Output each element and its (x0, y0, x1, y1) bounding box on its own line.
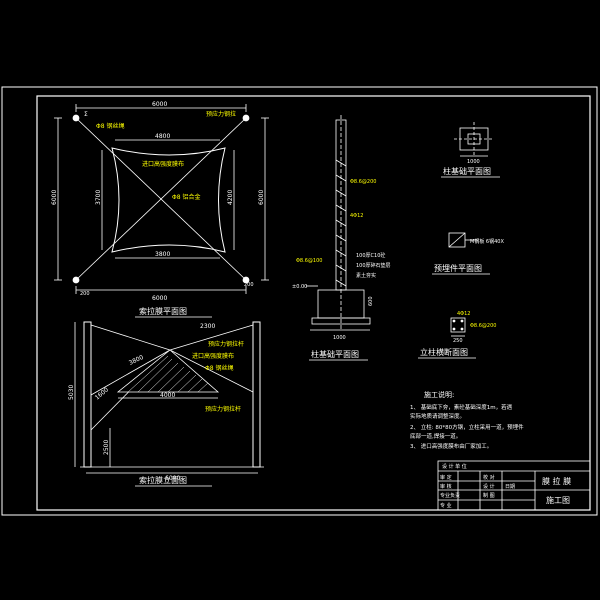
elevation-labels: 2300 4000 1600 3800 5030 2500 6000 预应力钢拉… (68, 323, 244, 487)
plan-view (54, 104, 269, 294)
col-label-elevation: ±0.00 (292, 284, 307, 290)
notes-line-3: 2、 立柱: 80*80方钢，立柱采用一道，预埋件 (410, 423, 524, 431)
plan-label-steel-rope: Φ8 钢丝绳 (96, 122, 124, 130)
plan-dim-top: 6000 (152, 101, 167, 108)
title-block-text: 设 计 单 位 审 定 校 对 审 核 设 计 日期 专业负责 制 图 专 业 … (440, 463, 571, 509)
notes-line-1: 1、 基础底下夯，素砼基础深度1m，若遇 (410, 403, 513, 411)
plan-label-fabric: 进口高强度膜布 (142, 160, 184, 168)
elev-dim-slope-right: 3800 (128, 354, 145, 367)
col-label-rebar: Φ8.6@200 (350, 179, 376, 185)
title-block (437, 460, 591, 511)
plan-label-cable: Φ8 铝合金 (172, 193, 200, 201)
inner-frame (36, 95, 591, 511)
col-section-view (450, 317, 466, 337)
column-caption: 柱基础平面图 (311, 349, 359, 359)
plan-label-pretension: 预应力钢拉 (206, 110, 236, 118)
col-dim-height: 600 (368, 296, 374, 306)
construction-notes: 施工说明: 1、 基础底下夯，素砼基础深度1m，若遇 实际地质请调整深度。 2、… (410, 390, 524, 450)
col-section-labels: 4Φ12 Φ8.6@200 250 立柱横断面图 (418, 311, 496, 359)
col-dim-width: 1000 (333, 335, 346, 341)
col-section-rebar: Φ8.6@200 (470, 323, 496, 329)
elev-dim-mid: 4000 (160, 392, 175, 399)
tb-company: 设 计 单 位 (442, 463, 467, 470)
col-label-tie: 4Φ12 (350, 213, 363, 219)
tb-r3c2: 制 图 (483, 492, 495, 499)
elev-label-2: 进口高强度膜布 (192, 352, 234, 360)
elevation-view (74, 321, 264, 474)
col-plan-dim: 1000 (467, 159, 480, 165)
plan-labels: 6000 6000 4800 3800 6000 3700 4200 6000 … (51, 101, 265, 318)
col-plan-caption: 柱基础平面图 (443, 166, 491, 176)
plan-corner-note-left: 200 (80, 291, 90, 297)
col-label-soil: 素土夯实 (356, 272, 376, 279)
notes-line-5: 3、 进口高强度膜布由厂家加工。 (410, 442, 492, 450)
plan-corner-note-right: 200 (244, 282, 254, 288)
col-section-dim: 250 (453, 338, 463, 344)
elevation-hatch (127, 355, 209, 393)
plan-dim-bottom: 6000 (152, 295, 167, 302)
elev-dim-post-low: 2500 (103, 440, 110, 455)
elev-dim-slope-left: 1600 (94, 386, 110, 401)
elev-dim-left-post: 2300 (200, 323, 215, 330)
col-label-rebar2: Φ8.6@100 (296, 258, 322, 264)
tb-r2c1: 审 核 (440, 483, 452, 490)
col-section-tie: 4Φ12 (457, 311, 470, 317)
elev-dim-bottom: 6000 (165, 475, 180, 482)
outer-frame (1, 86, 598, 516)
tb-project: 膜 拉 膜 (542, 476, 571, 486)
plan-dim-inner-top: 4800 (155, 133, 170, 140)
embed-label: M钢板 6钢40X (470, 238, 504, 245)
plan-dim-inner-bottom: 3800 (155, 251, 170, 258)
plan-dim-left-inner: 3700 (95, 190, 102, 205)
plan-dim-left: 6000 (51, 190, 58, 205)
notes-line-2: 实际地质请调整深度。 (410, 412, 465, 420)
notes-line-4: 底部一道,焊接一道。 (410, 432, 461, 440)
elev-label-3: Φ8 钢丝绳 (205, 364, 233, 372)
col-plan-view (454, 122, 494, 157)
embed-caption: 预埋件平面图 (434, 263, 482, 273)
plan-corner-mark: Σ (84, 111, 88, 118)
elev-label-1: 预应力钢拉杆 (208, 340, 244, 348)
tb-drawing: 施工图 (546, 495, 570, 505)
plan-dim-right: 6000 (258, 190, 265, 205)
notes-title: 施工说明: (424, 390, 454, 399)
tb-r3c1: 专业负责 (440, 492, 460, 499)
column-detail (306, 115, 371, 331)
column-labels: Φ8.6@200 4Φ12 100厚C10砼 100厚碎石垫层 素土夯实 ±0.… (292, 179, 391, 361)
tb-r4c1: 专 业 (440, 502, 452, 509)
tb-r2c2: 设 计 (483, 483, 495, 490)
plan-dim-right-inner: 4200 (227, 190, 234, 205)
col-label-concrete: 100厚C10砼 (356, 252, 385, 259)
embed-labels: M钢板 6钢40X 预埋件平面图 (432, 238, 504, 275)
tb-r2c3: 日期 (505, 484, 515, 490)
tb-r1c2: 校 对 (483, 474, 495, 481)
embed-view (448, 232, 478, 248)
plan-caption: 索拉膜平面图 (139, 306, 187, 316)
col-plan-labels: 1000 柱基础平面图 (441, 159, 500, 178)
elevation-caption: 索拉膜立面图 (139, 475, 187, 485)
col-section-caption: 立柱横断面图 (420, 347, 468, 357)
tb-r1c1: 审 定 (440, 474, 452, 481)
col-label-base: 100厚碎石垫层 (356, 262, 391, 269)
elev-dim-height: 5030 (68, 385, 75, 400)
elev-label-4: 预应力钢拉杆 (205, 405, 241, 413)
